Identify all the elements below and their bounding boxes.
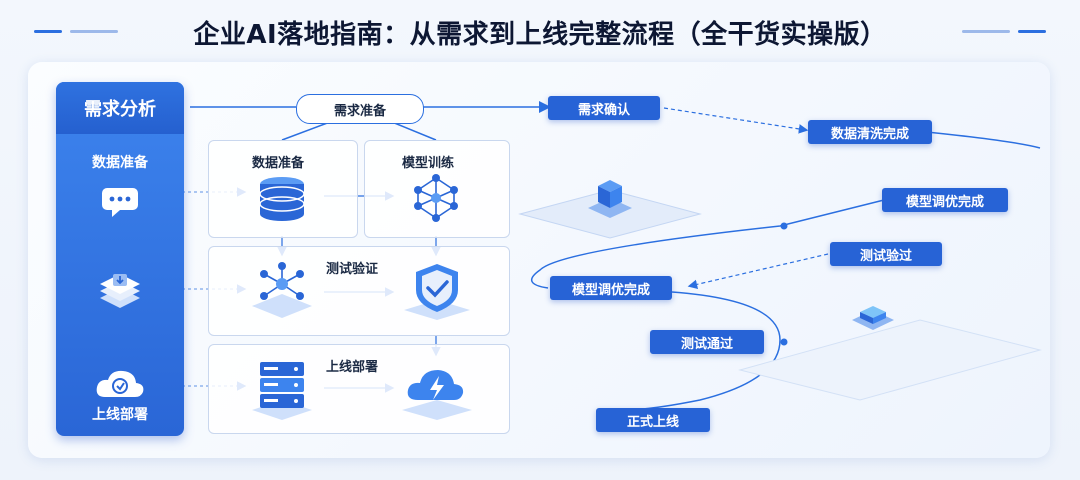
step-label-testing: 测试验证: [326, 262, 379, 277]
shield-check-icon: [400, 262, 474, 326]
page-title: 企业AI落地指南：从需求到上线完整流程（全干货实操版）: [193, 20, 887, 50]
sidebar-header: 需求分析: [56, 82, 184, 134]
chip-icon: [848, 298, 898, 338]
title-decoration-left: [34, 30, 62, 33]
milestone-model-tuning-done-left: 模型调优完成: [550, 276, 672, 300]
sidebar-label-data-prep: 数据准备: [92, 155, 148, 171]
step-card-testing: [208, 246, 510, 336]
milestone-requirement-confirmed: 需求确认: [548, 96, 660, 120]
node-requirement-prep: 需求准备: [296, 94, 424, 124]
milestone-test-passed-right: 测试验过: [830, 242, 942, 266]
milestone-data-cleaning-done: 数据清洗完成: [808, 120, 932, 144]
milestone-go-live: 正式上线: [596, 408, 710, 432]
cube-icon: [580, 172, 640, 228]
sidebar-label-deploy: 上线部署: [92, 407, 148, 423]
title-decoration-right: [1018, 30, 1046, 33]
title-decoration-left-2: [70, 30, 118, 33]
milestone-model-tuning-done-right: 模型调优完成: [882, 188, 1008, 212]
layers-download-icon: [92, 266, 148, 314]
network-nodes-icon: [246, 262, 318, 326]
database-icon: [256, 174, 308, 228]
milestone-test-passed: 测试通过: [650, 330, 764, 354]
step-label-deploy: 上线部署: [326, 360, 379, 375]
server-rack-icon: [246, 358, 318, 426]
cloud-sync-icon: [92, 360, 148, 408]
neural-network-icon: [406, 172, 466, 228]
chat-bubble-icon: [92, 178, 148, 226]
step-label-model-training: 模型训练: [402, 156, 455, 171]
step-label-data-prep: 数据准备: [252, 156, 305, 171]
cloud-lightning-icon: [398, 360, 476, 426]
title-decoration-right-2: [962, 30, 1010, 33]
